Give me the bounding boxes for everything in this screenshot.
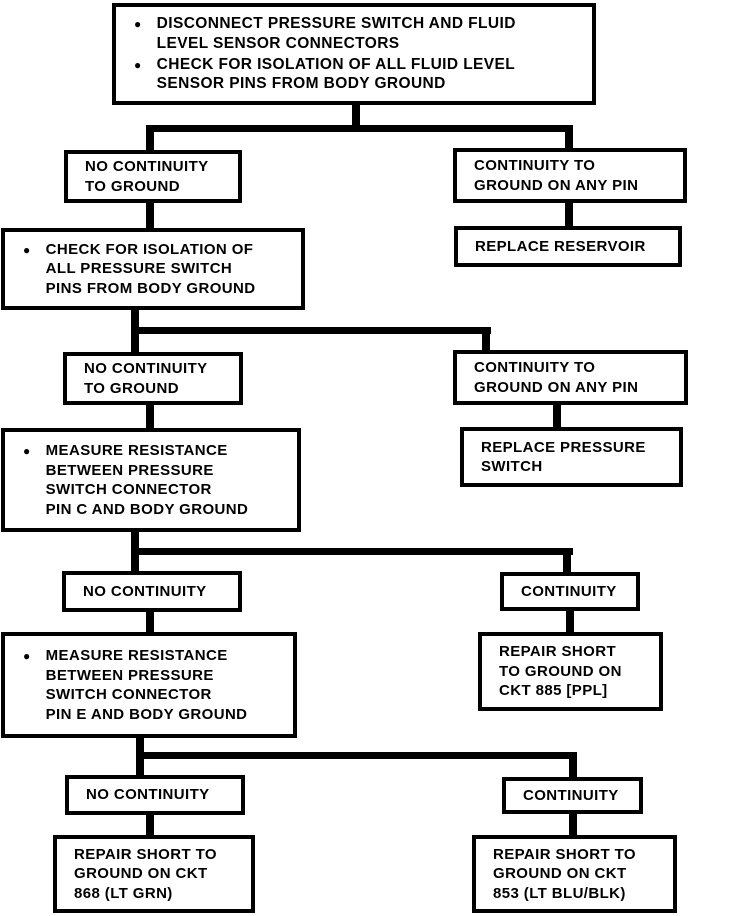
node-text: REPAIR SHORT TO GROUND ON CKT 868 (LT GR…: [74, 845, 217, 902]
connector-line: [146, 610, 154, 634]
node-text: CHECK FOR ISOLATION OF ALL PRESSURE SWIT…: [45, 240, 256, 297]
node-continuity-to-ground-any-pin-2: CONTINUITY TO GROUND ON ANY PIN: [453, 350, 688, 405]
node-measure-resistance-pin-c: ● MEASURE RESISTANCE BETWEEN PRESSURE SW…: [1, 428, 301, 532]
node-text: NO CONTINUITY: [83, 582, 207, 600]
connector-line: [146, 125, 573, 132]
node-repair-short-ckt-885: REPAIR SHORT TO GROUND ON CKT 885 [PPL]: [478, 632, 663, 711]
node-text: DISCONNECT PRESSURE SWITCH AND FLUID LEV…: [156, 15, 516, 52]
connector-line: [569, 812, 577, 837]
node-text: CONTINUITY TO GROUND ON ANY PIN: [474, 359, 639, 396]
node-replace-reservoir: REPLACE RESERVOIR: [454, 226, 682, 267]
bullet-item: ● MEASURE RESISTANCE BETWEEN PRESSURE SW…: [23, 646, 287, 724]
node-no-continuity-2: NO CONTINUITY: [65, 775, 245, 815]
connector-line: [482, 327, 490, 353]
node-start: ● DISCONNECT PRESSURE SWITCH AND FLUID L…: [112, 3, 596, 105]
connector-line: [565, 201, 573, 228]
bullet-icon: ●: [23, 242, 31, 257]
node-text: NO CONTINUITY: [86, 786, 210, 804]
connector-line: [352, 103, 360, 129]
connector-line: [563, 548, 571, 575]
node-no-continuity-to-ground-2: NO CONTINUITY TO GROUND: [63, 352, 243, 405]
bullet-item: ● CHECK FOR ISOLATION OF ALL FLUID LEVEL…: [134, 55, 586, 94]
node-repair-short-ckt-868: REPAIR SHORT TO GROUND ON CKT 868 (LT GR…: [53, 835, 255, 913]
connector-line: [146, 403, 154, 430]
node-text: CHECK FOR ISOLATION OF ALL FLUID LEVEL S…: [156, 55, 516, 93]
node-continuity-2: CONTINUITY: [502, 777, 643, 814]
node-continuity-1: CONTINUITY: [500, 572, 640, 611]
node-text: MEASURE RESISTANCE BETWEEN PRESSURE SWIT…: [45, 442, 249, 518]
node-continuity-to-ground-any-pin-1: CONTINUITY TO GROUND ON ANY PIN: [453, 148, 687, 203]
connector-line: [569, 752, 577, 780]
node-text: CONTINUITY: [521, 582, 617, 600]
node-text: CONTINUITY: [523, 786, 619, 804]
node-replace-pressure-switch: REPLACE PRESSURE SWITCH: [460, 427, 683, 487]
bullet-icon: ●: [23, 649, 31, 663]
node-check-pressure-switch-isolation: ● CHECK FOR ISOLATION OF ALL PRESSURE SW…: [1, 228, 305, 310]
node-text: NO CONTINUITY TO GROUND: [84, 360, 208, 397]
node-text: NO CONTINUITY TO GROUND: [85, 158, 209, 195]
connector-line: [146, 125, 154, 152]
node-text: REPAIR SHORT TO GROUND ON CKT 853 (LT BL…: [493, 845, 636, 902]
connector-line: [146, 813, 154, 837]
node-repair-short-ckt-853: REPAIR SHORT TO GROUND ON CKT 853 (LT BL…: [472, 835, 677, 913]
connector-line: [136, 752, 577, 759]
connector-line: [553, 403, 561, 429]
connector-line: [131, 548, 573, 555]
node-text: CONTINUITY TO GROUND ON ANY PIN: [474, 157, 639, 194]
connector-line: [131, 327, 491, 334]
node-no-continuity-to-ground-1: NO CONTINUITY TO GROUND: [64, 150, 242, 203]
connector-line: [565, 125, 573, 150]
node-text: MEASURE RESISTANCE BETWEEN PRESSURE SWIT…: [45, 647, 248, 723]
bullet-item: ● CHECK FOR ISOLATION OF ALL PRESSURE SW…: [23, 240, 295, 299]
bullet-item: ● MEASURE RESISTANCE BETWEEN PRESSURE SW…: [23, 441, 291, 519]
node-text: REPLACE RESERVOIR: [475, 237, 646, 255]
connector-line: [146, 201, 154, 230]
node-measure-resistance-pin-e: ● MEASURE RESISTANCE BETWEEN PRESSURE SW…: [1, 632, 297, 738]
bullet-icon: ●: [23, 444, 31, 458]
bullet-icon: ●: [134, 17, 142, 32]
node-text: REPLACE PRESSURE SWITCH: [481, 438, 646, 476]
node-text: REPAIR SHORT TO GROUND ON CKT 885 [PPL]: [499, 643, 622, 700]
bullet-item: ● DISCONNECT PRESSURE SWITCH AND FLUID L…: [134, 14, 586, 53]
bullet-icon: ●: [134, 57, 142, 72]
node-no-continuity-1: NO CONTINUITY: [62, 571, 242, 612]
connector-line: [566, 609, 574, 634]
